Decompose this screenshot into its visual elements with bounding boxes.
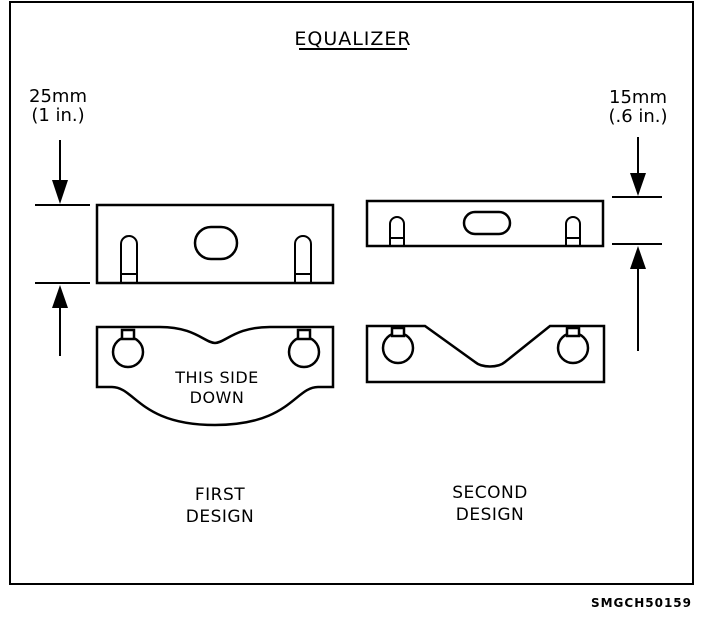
second-dimension-arrows bbox=[612, 137, 662, 351]
second-caption-line2: DESIGN bbox=[456, 505, 525, 525]
first-caption-line2: DESIGN bbox=[186, 507, 255, 527]
first-orientation-note-line1: THIS SIDE bbox=[174, 368, 259, 387]
second-design-plan-view bbox=[365, 324, 606, 384]
figure-title: EQUALIZER bbox=[294, 28, 411, 50]
second-design-side-view bbox=[365, 199, 605, 248]
first-dimension-imperial: (1 in.) bbox=[31, 105, 84, 126]
first-orientation-note-line2: DOWN bbox=[190, 388, 245, 407]
second-dimension-metric: 15mm bbox=[609, 87, 667, 108]
first-dimension-metric: 25mm bbox=[29, 86, 87, 107]
first-caption-line1: FIRST bbox=[195, 485, 245, 505]
first-dimension-arrows bbox=[35, 140, 90, 356]
figure-code: SMGCH50159 bbox=[591, 596, 692, 610]
second-dimension-imperial: (.6 in.) bbox=[608, 106, 667, 127]
first-design-side-view bbox=[95, 203, 335, 285]
second-caption-line1: SECOND bbox=[452, 483, 528, 503]
figure-frame bbox=[9, 1, 694, 585]
first-design-plan-view bbox=[95, 325, 335, 427]
